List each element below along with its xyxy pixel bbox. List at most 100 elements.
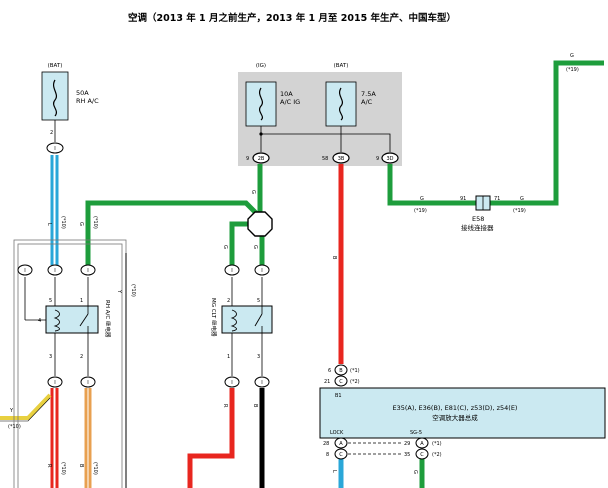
wire-label-b-red: B [331, 256, 337, 260]
amp-pin6-note: (*1) [350, 368, 360, 374]
fuse-rh-rating: 50A [76, 89, 89, 97]
wire-label-l-amp: L [331, 470, 337, 473]
amp-row1-left-conn: A [334, 437, 348, 449]
amp-pin6: 6 [328, 368, 331, 374]
svg-text:I: I [54, 380, 55, 386]
svg-text:I: I [261, 380, 262, 386]
relay-mg-name: MG CLT 继电器 [210, 298, 218, 337]
connector-e58 [475, 195, 491, 211]
relay-mg-pin3: 3 [257, 354, 260, 360]
relay-rh-ac [45, 305, 99, 334]
amp-row1-right-pin: 29 [404, 441, 410, 447]
fuse-rh-ac [41, 71, 69, 142]
amplifier-box [319, 387, 606, 439]
fuse-ac-ig [245, 81, 277, 152]
wire-label-l: L [46, 223, 52, 226]
wire-red-rh-out [50, 388, 59, 488]
relay-mg-pin1: 1 [227, 354, 230, 360]
amp-row2-right-conn: C [415, 448, 429, 460]
wire-label-r-rh: R [46, 464, 52, 468]
fuse-bat-rating: 7.5A [361, 90, 376, 98]
wire-green-e58-out [486, 60, 604, 206]
amp-connectors: E35(A), E36(B), E81(C), z53(D), z54(E) [393, 404, 518, 412]
wire-label-g-top: G [570, 53, 574, 59]
svg-text:I: I [231, 268, 232, 274]
svg-text:A: A [339, 441, 343, 447]
amp-row2-right-pin: 35 [404, 452, 410, 458]
svg-text:9: 9 [376, 156, 379, 162]
amp-pin21: 21 [324, 379, 330, 385]
amp-row1-right-conn: A [415, 437, 429, 449]
svg-text:I: I [261, 268, 262, 274]
svg-text:3B: 3B [338, 156, 345, 162]
wire-label-g-mg: G [222, 245, 228, 249]
amp-row2-left-conn: C [334, 448, 348, 460]
wire-label-y-note: (*10) [8, 424, 21, 430]
page-title: 空调（2013 年 1 月之前生产，2013 年 1 月至 2015 年生产、中… [128, 12, 456, 24]
amp-sg5-label: SG-5 [410, 430, 422, 436]
amp-name: 空调放大器总成 [432, 413, 478, 422]
svg-text:I: I [54, 146, 55, 152]
relay-rh-name: RH A/C 继电器 [104, 300, 112, 338]
jb-internal-node [259, 132, 263, 136]
wire-label-o-rh-note: (*10) [92, 462, 98, 475]
relay-mg-clt [221, 305, 273, 334]
e58-id: E58 [472, 215, 484, 223]
svg-text:I: I [54, 268, 55, 274]
svg-text:A: A [420, 441, 424, 447]
relay-rh-pin2: 2 [80, 354, 83, 360]
wire-label-shield: Y [116, 289, 122, 294]
amp-row1-note: (*1) [432, 441, 442, 447]
wire-label-g-out-note: (*19) [513, 208, 526, 214]
wire-label-g-e58: G [420, 196, 424, 202]
connector-mg-relay-top: I I [224, 264, 270, 276]
svg-text:C: C [339, 452, 343, 458]
relay-rh-pin3: 3 [49, 354, 52, 360]
connector-rh-relay-bottom: I I [47, 376, 96, 388]
amp-row2-left-pin: 8 [326, 452, 329, 458]
svg-text:58: 58 [322, 156, 328, 162]
connector-mg-relay-bottom: I I [224, 376, 270, 388]
svg-text:C: C [420, 452, 424, 458]
fuse-ig-source: (IG) [256, 63, 266, 69]
wire-green-main [85, 200, 262, 265]
amp-b1-label: B1 [335, 393, 342, 399]
wire-label-l-note: (*10) [60, 216, 66, 229]
wire-blue-rh [50, 155, 59, 265]
svg-text:9: 9 [246, 156, 249, 162]
wire-yellow-left-outline [0, 397, 51, 422]
svg-text:B: B [339, 368, 343, 374]
svg-text:I: I [87, 380, 88, 386]
fuse-rh-name: RH A/C [76, 97, 99, 105]
wire-label-o-rh: B [78, 464, 84, 468]
wire-label-g-rh: G [78, 222, 84, 226]
svg-text:I: I [24, 268, 25, 274]
svg-text:3D: 3D [386, 156, 393, 162]
e58-name: 接线连接器 [461, 223, 494, 232]
svg-text:C: C [339, 379, 343, 385]
fuse-ig-name: A/C IG [280, 98, 300, 106]
relay-rh-pin1: 1 [80, 298, 83, 304]
wire-green-mg-left [229, 221, 252, 265]
relay-mg-pin2: 2 [227, 298, 230, 304]
shield-outline-inner [17, 243, 123, 488]
e58-pin-right: 71 [494, 196, 500, 202]
wire-label-g-ig: G [250, 190, 256, 194]
svg-text:I: I [87, 268, 88, 274]
wire-label-y: Y [9, 408, 14, 414]
jb-pin-2b: 9 2B [246, 152, 270, 164]
fuse-rh-source: (BAT) [48, 63, 63, 69]
wire-red-mg [187, 388, 235, 488]
wire-label-g-out: G [520, 196, 524, 202]
amp-pin21-note: (*2) [350, 379, 360, 385]
wire-label-r-mg: R [222, 404, 228, 408]
wire-label-bk-mg: B [252, 404, 258, 408]
connector-amp-pin6: B [334, 364, 348, 376]
wire-label-g-e58-note: (*19) [414, 208, 427, 214]
jb-pin-3d: 9 3D [376, 152, 399, 164]
wire-label-shield-note: (*10) [130, 284, 136, 297]
shield-outline [13, 239, 127, 488]
amp-lock-label: LOCK [330, 430, 344, 436]
fuse-bat-source: (BAT) [334, 63, 349, 69]
